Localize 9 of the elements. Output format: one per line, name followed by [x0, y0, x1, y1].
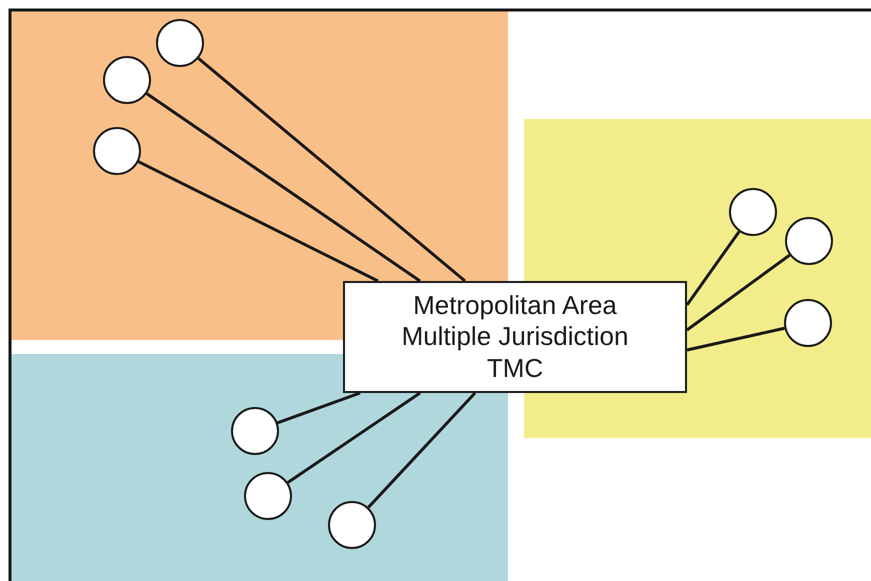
connector-line	[197, 57, 466, 282]
connector-line	[277, 392, 361, 424]
text-box: Metropolitan Area Multiple Jurisdiction TMC	[343, 281, 687, 393]
connector-line	[686, 254, 790, 332]
connector-line	[686, 230, 740, 306]
connector-line	[686, 326, 785, 352]
connector-line	[138, 160, 379, 282]
connector-line	[367, 392, 476, 508]
connector-line	[146, 92, 421, 282]
